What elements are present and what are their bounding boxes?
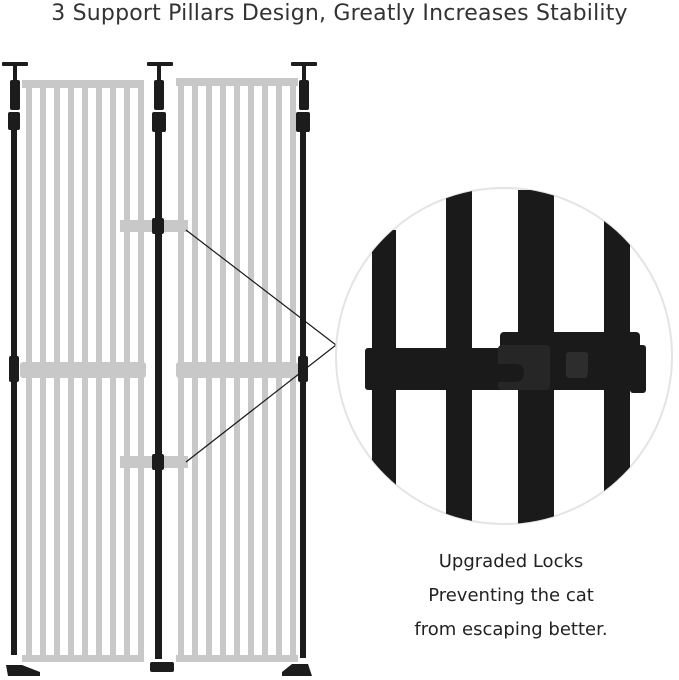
- center-pillar: [147, 62, 174, 672]
- lock-caption: Upgraded Locks Preventing the cat from e…: [380, 545, 642, 647]
- left-pillar: [2, 62, 40, 676]
- right-pillar: [282, 62, 317, 676]
- caption-line-2: Preventing the cat: [428, 585, 594, 606]
- lock-zoom-circle: [335, 187, 673, 525]
- caption-line-1: Upgraded Locks: [438, 551, 584, 572]
- zoom-callout-lines: [185, 229, 337, 463]
- left-gate-panel: [20, 80, 162, 662]
- right-gate-panel: [164, 78, 298, 662]
- headline: 3 Support Pillars Design, Greatly Increa…: [51, 1, 628, 26]
- caption-line-3: from escaping better.: [414, 619, 608, 640]
